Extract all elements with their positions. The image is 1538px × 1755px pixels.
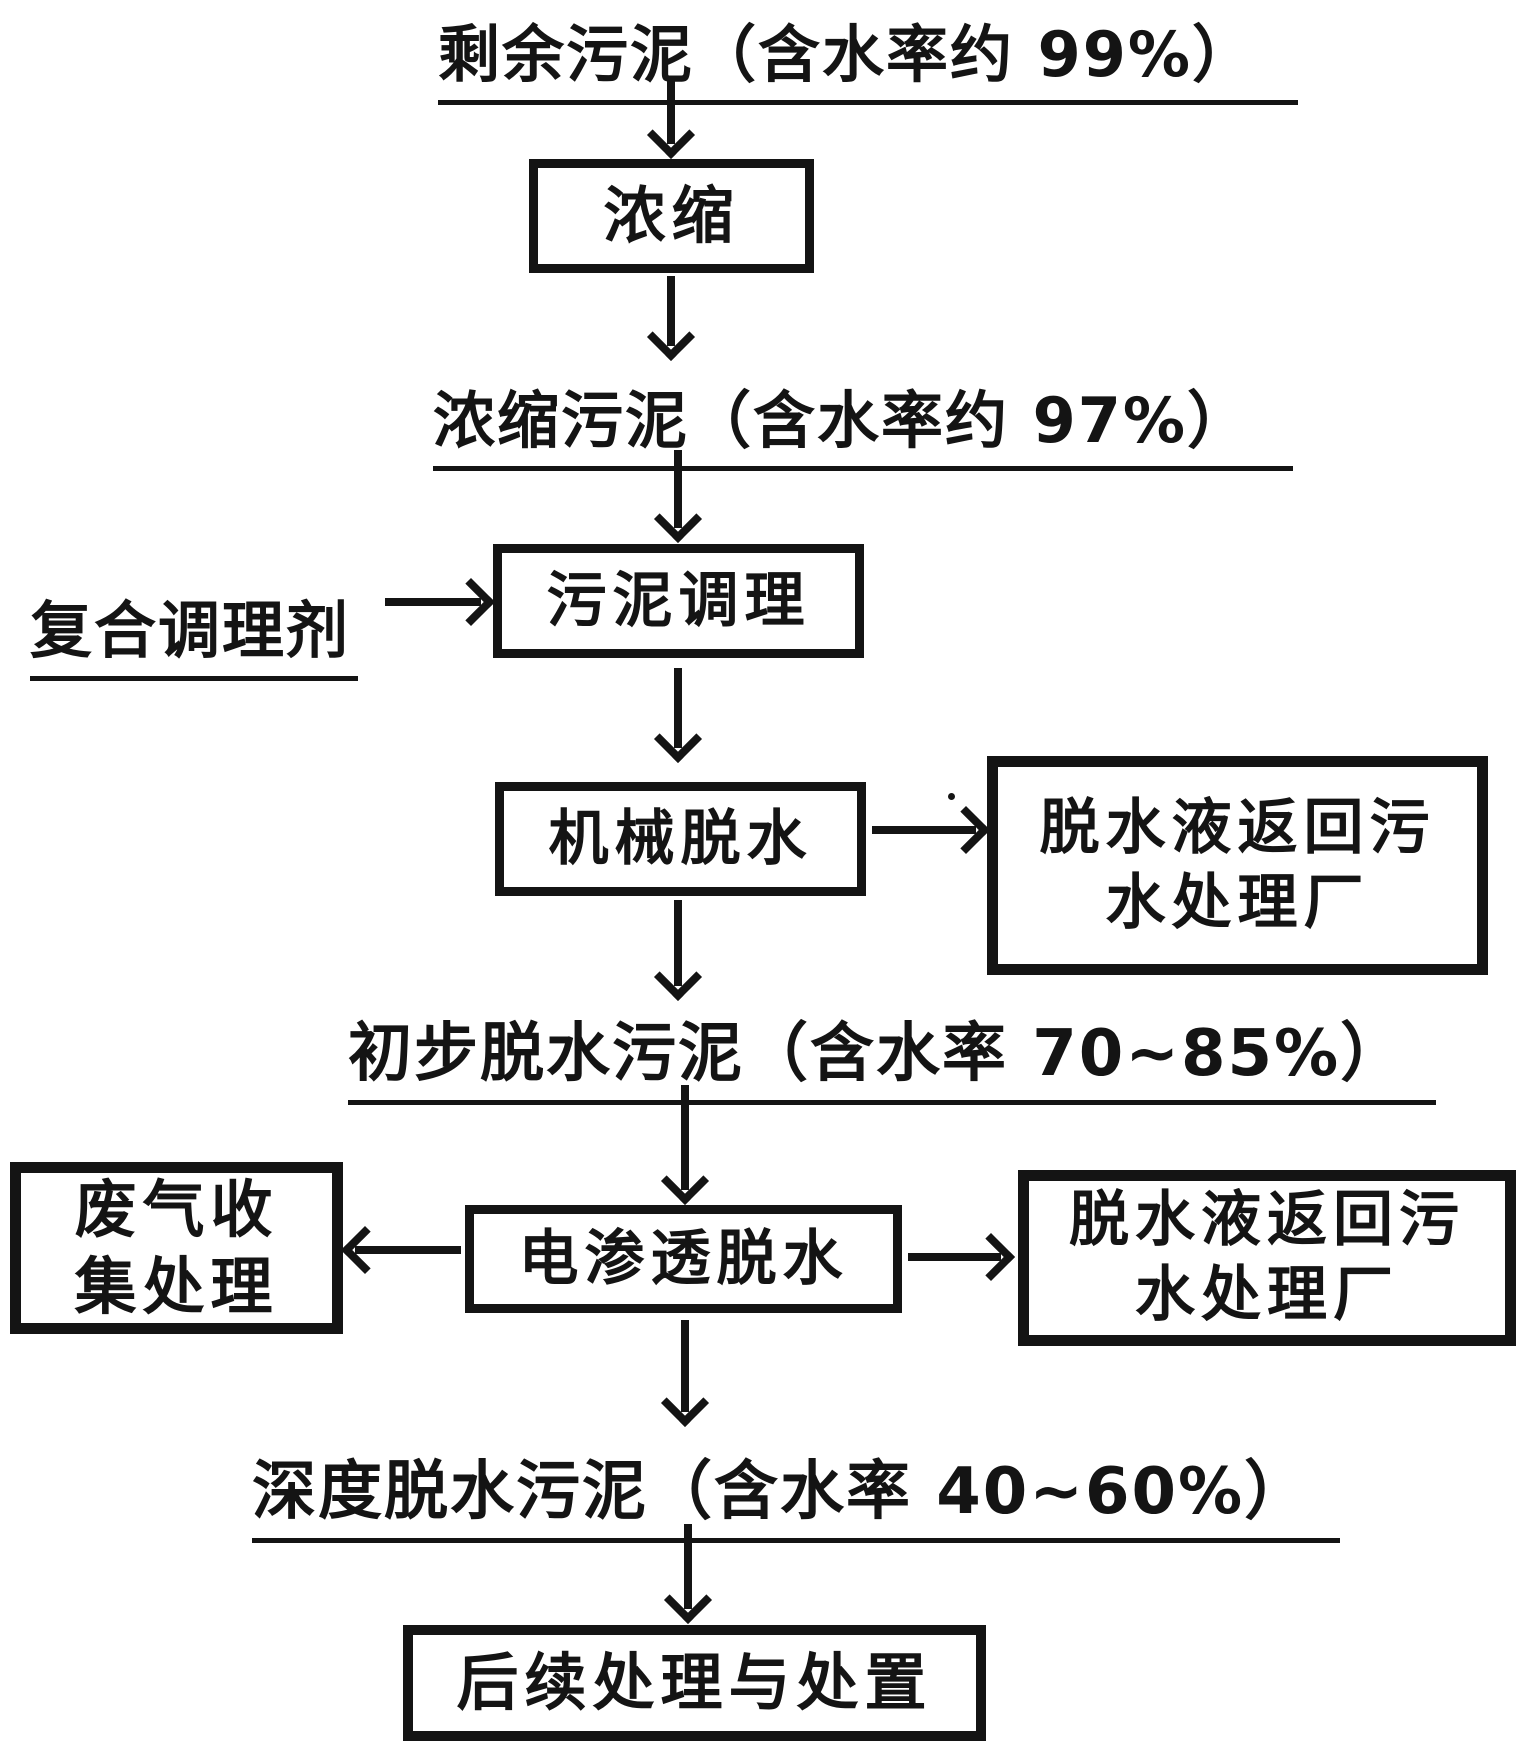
label-preliminary-dewatered-sludge-text: 初步脱水污泥（含水率 70~85%）: [348, 1002, 1437, 1105]
process-box-thickening: 浓缩: [529, 159, 814, 273]
process-box-filtrate-return-2-line2: 水处理厂: [1135, 1260, 1399, 1330]
arrow-down-mechanical-to-preliminary-icon: [653, 900, 703, 1002]
label-preliminary-dewatered-sludge: 初步脱水污泥（含水率 70~85%）: [348, 1002, 1437, 1105]
arrow-left-electroosmosis-to-wastegas-icon: [340, 1225, 461, 1275]
label-deep-dewatered-sludge: 深度脱水污泥（含水率 40~60%）: [252, 1440, 1341, 1543]
label-composite-conditioner-text: 复合调理剂: [30, 580, 359, 681]
ink-speck: [948, 793, 955, 800]
label-deep-dewatered-sludge-text: 深度脱水污泥（含水率 40~60%）: [252, 1440, 1341, 1543]
process-box-filtrate-return-2-line1: 脱水液返回污: [1069, 1185, 1465, 1255]
process-box-electroosmosis-dewatering-text: 电渗透脱水: [518, 1223, 849, 1294]
process-box-filtrate-return-1-line1: 脱水液返回污: [1039, 792, 1436, 863]
process-box-waste-gas-collection-line1: 废气收: [74, 1172, 279, 1246]
arrow-down-conditioning-to-mechanical-icon: [653, 668, 703, 764]
arrow-right-conditioner-to-conditioning-icon: [385, 577, 496, 627]
process-box-mechanical-dewatering: 机械脱水: [495, 782, 866, 896]
arrow-down-thickened-to-conditioning-icon: [653, 450, 703, 544]
process-box-thickening-text: 浓缩: [603, 179, 740, 253]
label-surplus-sludge-text: 剩余污泥（含水率约 99%）: [438, 4, 1298, 105]
arrow-right-mechanical-to-return1-icon: [872, 805, 991, 855]
arrow-down-deep-to-final-icon: [663, 1524, 713, 1625]
process-box-mechanical-dewatering-text: 机械脱水: [548, 803, 813, 874]
process-box-filtrate-return-1: 脱水液返回污 水处理厂: [987, 756, 1488, 975]
process-box-sludge-conditioning-text: 污泥调理: [546, 565, 811, 636]
process-box-filtrate-return-2: 脱水液返回污 水处理厂: [1018, 1170, 1516, 1346]
label-thickened-sludge: 浓缩污泥（含水率约 97%）: [433, 370, 1293, 471]
process-box-waste-gas-collection: 废气收 集处理: [10, 1162, 343, 1334]
process-box-filtrate-return-1-line2: 水处理厂: [1105, 867, 1370, 938]
label-surplus-sludge: 剩余污泥（含水率约 99%）: [438, 4, 1298, 105]
label-composite-conditioner: 复合调理剂: [30, 580, 359, 681]
arrow-down-preliminary-to-electroosmosis-icon: [660, 1085, 710, 1206]
process-box-subsequent-treatment-disposal-text: 后续处理与处置: [456, 1646, 933, 1720]
label-thickened-sludge-text: 浓缩污泥（含水率约 97%）: [433, 370, 1293, 471]
process-box-subsequent-treatment-disposal: 后续处理与处置: [403, 1625, 986, 1741]
process-box-electroosmosis-dewatering: 电渗透脱水: [465, 1205, 902, 1313]
arrow-right-electroosmosis-to-return2-icon: [908, 1232, 1016, 1282]
process-box-sludge-conditioning: 污泥调理: [493, 544, 864, 658]
arrow-down-thickening-to-thickened-icon: [646, 276, 696, 362]
arrow-down-electroosmosis-to-deep-icon: [660, 1320, 710, 1428]
process-box-waste-gas-collection-line2: 集处理: [74, 1250, 279, 1323]
arrow-down-surplus-to-thickening-icon: [646, 80, 696, 160]
